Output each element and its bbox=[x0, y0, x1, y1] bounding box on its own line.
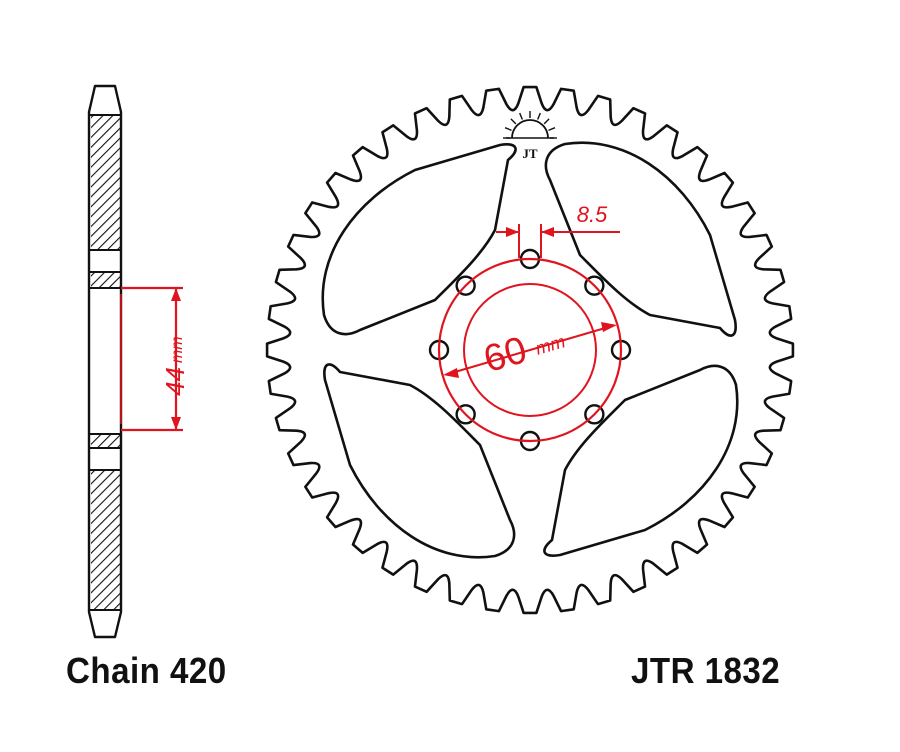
logo-ray bbox=[504, 127, 512, 131]
pcd-value: 60 bbox=[479, 329, 531, 381]
bolt-hole-value: 8.5 bbox=[577, 202, 608, 227]
center-distance-value: 44 bbox=[160, 367, 190, 396]
hatch-upper-ring bbox=[91, 272, 120, 288]
sprocket-outline bbox=[265, 85, 795, 615]
chain-size-label: Chain 420 bbox=[66, 650, 227, 691]
hatch-top bbox=[91, 115, 120, 250]
center-distance-unit: mm bbox=[169, 336, 186, 363]
pcd-circle bbox=[437, 257, 623, 443]
logo-ray bbox=[519, 112, 523, 120]
sprocket-front-view: 60 mm 8.5 JT bbox=[265, 85, 795, 615]
jt-sunburst-logo: JT bbox=[503, 111, 557, 161]
hub-ring bbox=[463, 283, 597, 417]
sprocket-cutout bbox=[544, 141, 737, 337]
pcd-dimension: 60 mm bbox=[437, 257, 623, 443]
logo-letters: JT bbox=[522, 146, 538, 161]
sprocket-side-profile bbox=[87, 84, 123, 639]
sprocket-cutouts bbox=[321, 141, 739, 559]
bolt-hole-dimension: 8.5 bbox=[496, 202, 620, 258]
center-distance-dimension: 44 mm bbox=[120, 286, 190, 432]
hatch-lower-ring bbox=[91, 434, 120, 448]
profile-dividers bbox=[89, 114, 121, 611]
sprocket-cutout bbox=[323, 363, 516, 559]
sprocket-cutout bbox=[543, 364, 739, 557]
hatch-bottom bbox=[91, 470, 120, 610]
logo-ray bbox=[548, 127, 556, 131]
pcd-unit: mm bbox=[533, 331, 567, 358]
logo-ray bbox=[537, 112, 541, 120]
sprocket-cutout bbox=[321, 143, 517, 336]
logo-ray bbox=[510, 118, 517, 125]
logo-ray bbox=[543, 118, 550, 125]
profile-outline bbox=[87, 84, 123, 639]
part-number-label: JTR 1832 bbox=[631, 650, 781, 691]
